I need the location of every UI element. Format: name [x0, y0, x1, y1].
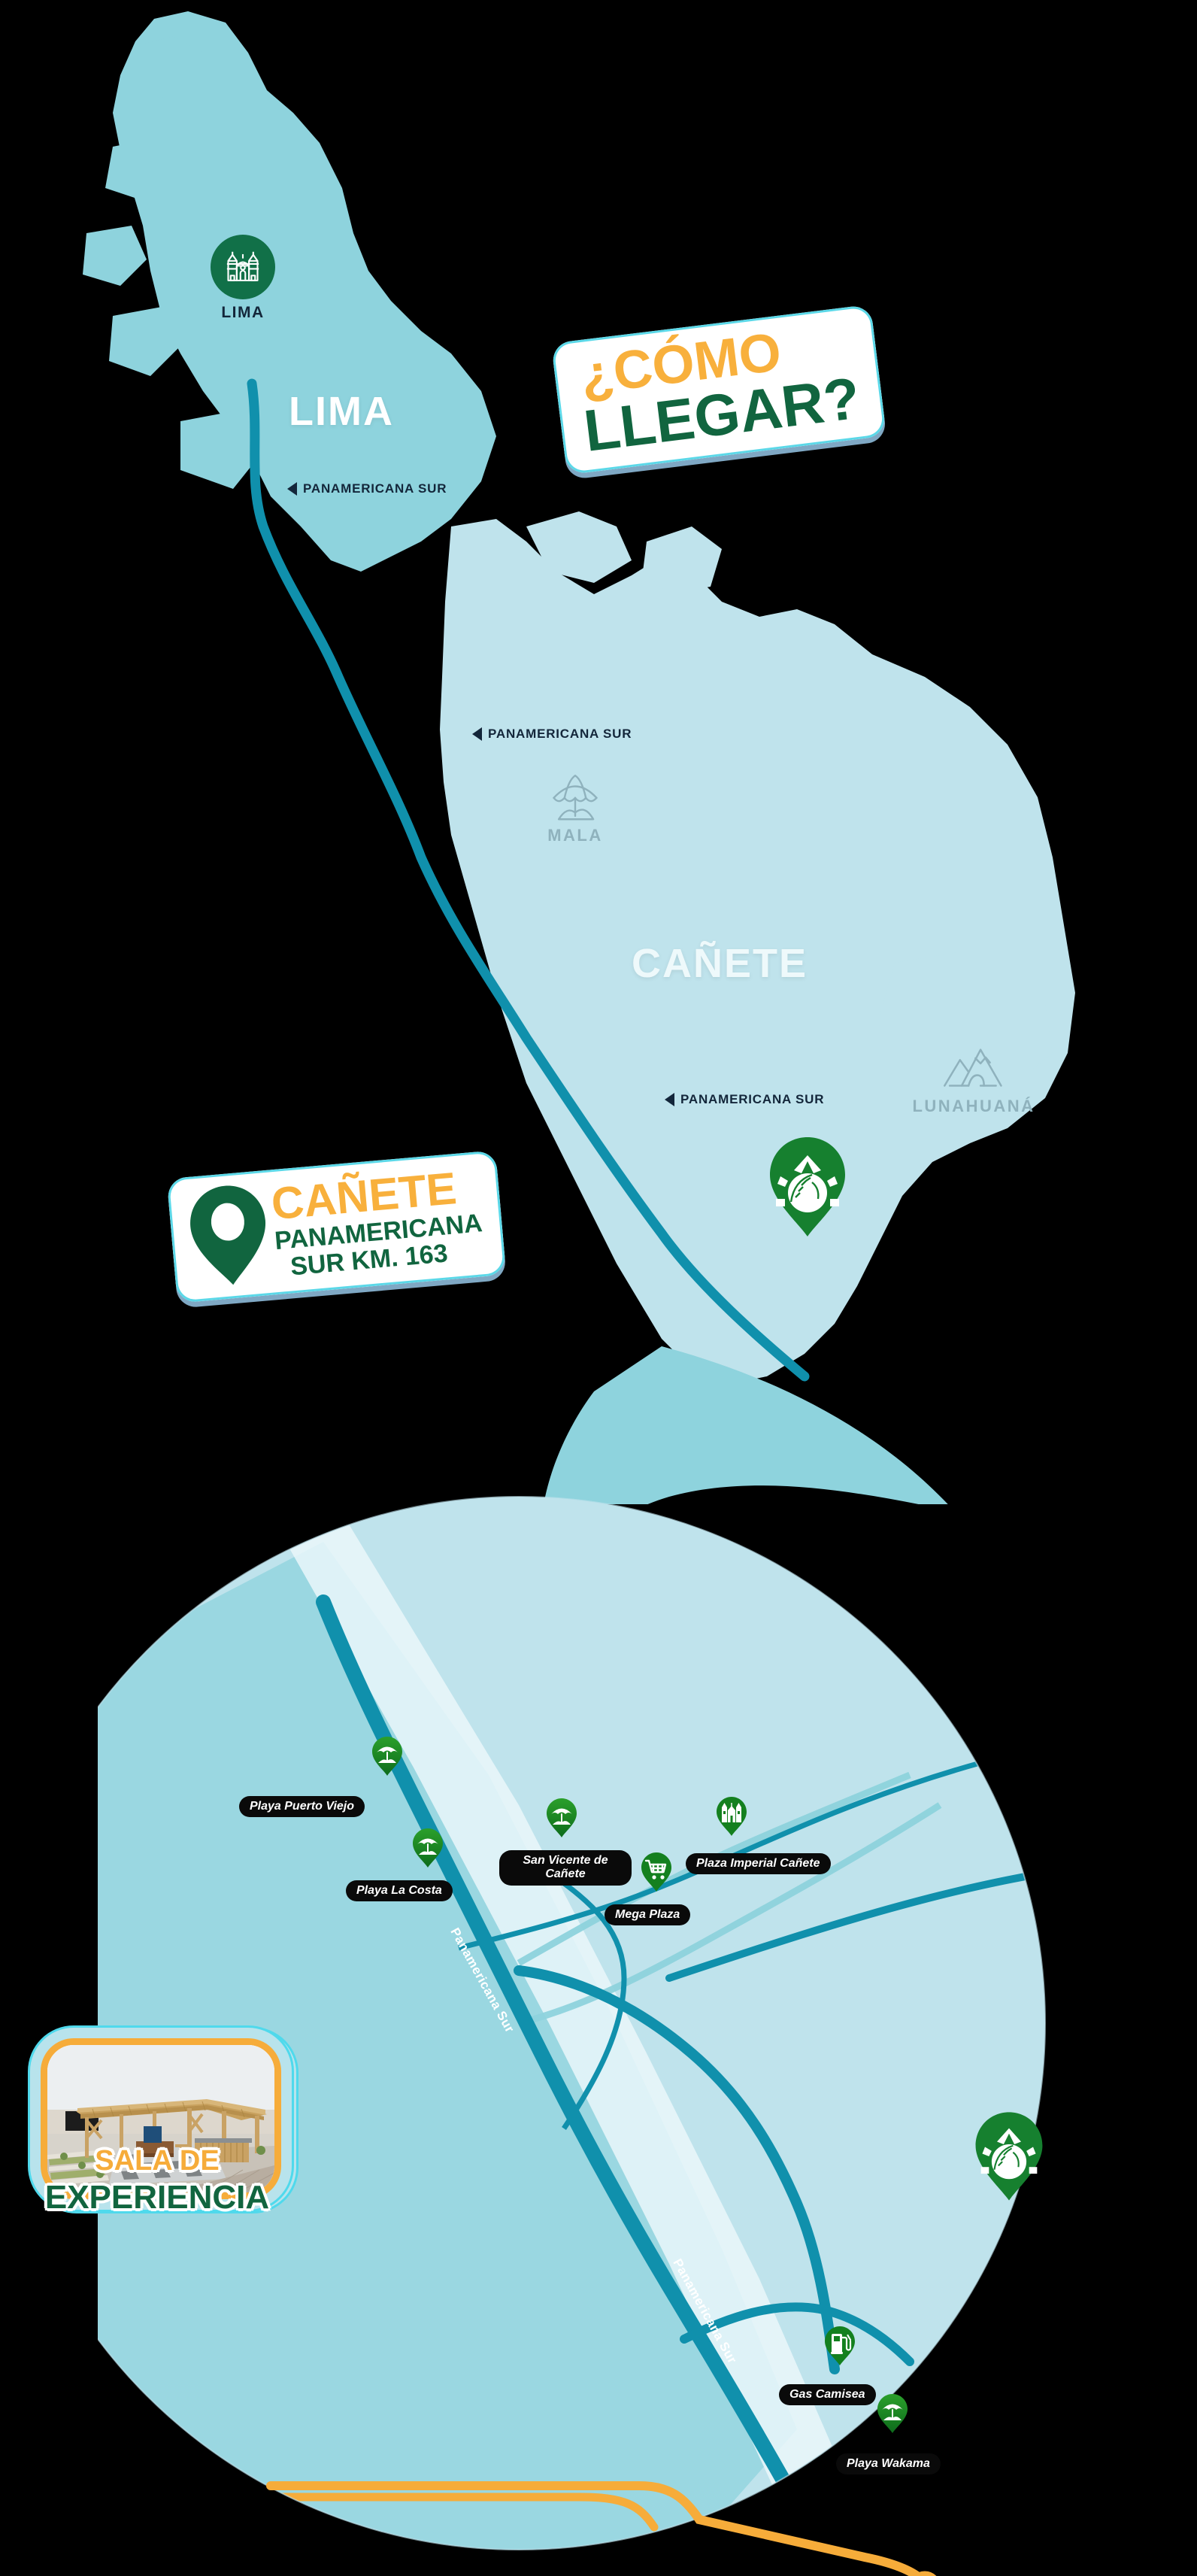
poi-label-playa-puerto-viejo: Playa Puerto Viejo: [239, 1796, 365, 1818]
region-label-lima: LIMA: [289, 389, 394, 434]
highway-tag-1-label: PANAMERICANA SUR: [303, 481, 447, 496]
poi-pin-playa-wakama[interactable]: [877, 2393, 908, 2434]
town-marker-lunahuana: LUNAHUANÁ: [887, 1044, 1060, 1116]
detail-map-clip: [98, 1497, 1045, 2550]
detail-north-road: [665, 1858, 1045, 1982]
photo-card[interactable]: [41, 2038, 281, 2199]
highway-tag-2: PANAMERICANA SUR: [472, 727, 632, 742]
region-label-canete: CAÑETE: [632, 941, 808, 986]
highway-tag-3-label: PANAMERICANA SUR: [680, 1092, 825, 1106]
city-marker-lima[interactable]: LIMA: [211, 235, 275, 322]
beach-umbrella-icon: [413, 1828, 443, 1868]
photo-caption-line-1: SALA DE: [95, 2145, 220, 2177]
poi-label-san-vicente: San Vicente de Cañete: [499, 1850, 632, 1886]
highway-tag-2-label: PANAMERICANA SUR: [488, 727, 632, 741]
highway-tag-3: PANAMERICANA SUR: [665, 1092, 824, 1107]
church-icon: [717, 1797, 747, 1836]
route-orange: [158, 2497, 180, 2505]
triangle-left-icon: [472, 727, 482, 741]
fuel-pump-icon: [825, 2326, 855, 2365]
location-badge-content: CAÑETE PANAMERICANA SUR KM. 163: [183, 1161, 486, 1291]
beach-umbrella-icon: [877, 2394, 908, 2433]
cathedral-icon: [226, 251, 259, 281]
poi-label-plaza-imperial: Plaza Imperial Cañete: [686, 1853, 831, 1875]
lima-marker-label: LIMA: [221, 304, 265, 321]
destination-marker-detail[interactable]: [973, 2110, 1045, 2206]
triangle-left-icon: [665, 1093, 674, 1106]
lunahuana-label: LUNAHUANÁ: [912, 1097, 1035, 1115]
poi-pin-playa-puerto-viejo[interactable]: [371, 1736, 403, 1776]
bamboo-pavilion-photo: [47, 2045, 274, 2192]
poi-pin-plaza-imperial[interactable]: [716, 1796, 747, 1837]
mala-label: MALA: [547, 826, 603, 845]
wheat-crest-icon: [975, 2112, 1043, 2201]
wheat-crest-icon: [770, 1137, 845, 1236]
detail-branch-road: [514, 1965, 840, 2374]
poi-label-playa-wakama: Playa Wakama: [836, 2453, 941, 2475]
river-main: [458, 1734, 1045, 2130]
photo-caption-line-2: EXPERIENCIA: [44, 2179, 270, 2216]
mountain-icon: [944, 1048, 1002, 1087]
panamericana-sur-route: [247, 378, 810, 1382]
poi-pin-mega-plaza[interactable]: [641, 1852, 672, 1892]
location-badge-plate: CAÑETE PANAMERICANA SUR KM. 163: [166, 1150, 507, 1303]
lima-marker-circle: [211, 235, 275, 299]
region-map-svg: [83, 11, 1075, 1504]
beach-umbrella-icon: [372, 1737, 402, 1776]
detail-map-svg: [98, 1496, 1046, 2550]
triangle-left-icon: [287, 482, 297, 496]
location-badge[interactable]: CAÑETE PANAMERICANA SUR KM. 163: [166, 1150, 507, 1303]
poi-pin-san-vicente[interactable]: [546, 1798, 577, 1838]
location-pin-icon: [190, 1185, 265, 1285]
poi-label-mega-plaza: Mega Plaza: [605, 1904, 691, 1926]
poi-label-gas-camisea: Gas Camisea: [779, 2384, 876, 2406]
town-marker-mala: MALA: [526, 773, 624, 845]
detail-branch-road-2: [680, 2302, 914, 2366]
highway-tag-1: PANAMERICANA SUR: [287, 481, 447, 496]
shopping-cart-icon: [641, 1852, 671, 1892]
beach-umbrella-icon: [553, 775, 598, 821]
beach-umbrella-icon: [547, 1798, 577, 1837]
photo-caption: SALA DE EXPERIENCIA: [41, 2145, 274, 2216]
destination-marker-region[interactable]: [767, 1136, 848, 1242]
poi-pin-playa-la-costa[interactable]: [412, 1828, 444, 1868]
location-badge-text: CAÑETE PANAMERICANA SUR KM. 163: [269, 1163, 486, 1281]
lima-region-shape: [83, 11, 496, 572]
poi-label-playa-la-costa: Playa La Costa: [346, 1880, 453, 1902]
poi-pin-gas-camisea[interactable]: [824, 2326, 856, 2366]
